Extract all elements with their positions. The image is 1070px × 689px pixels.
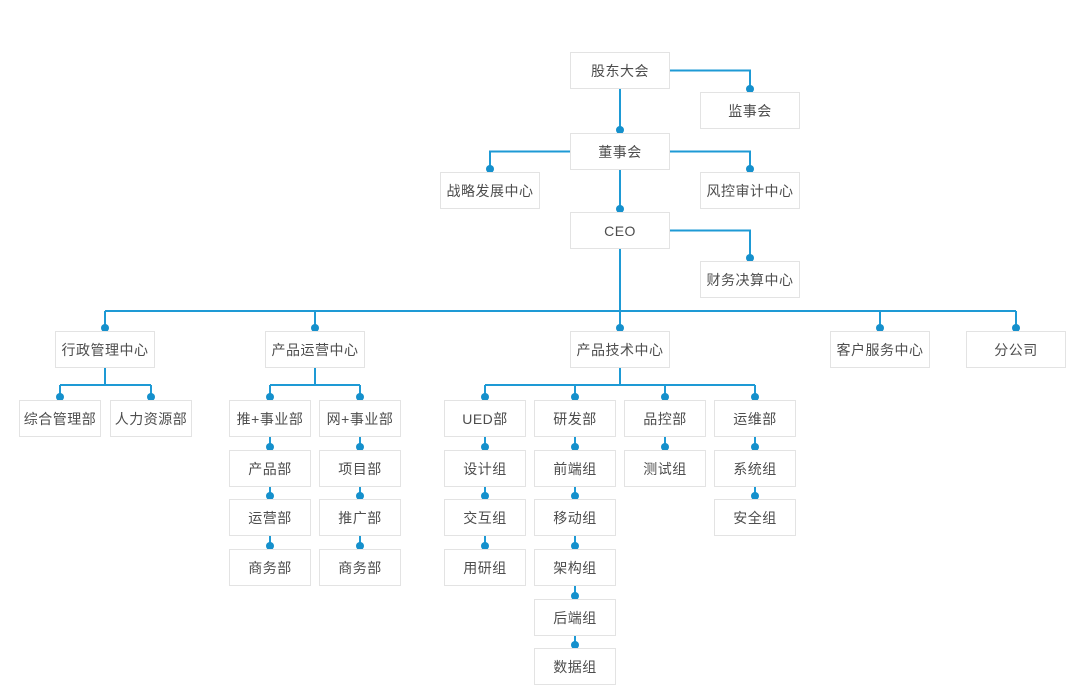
connector-dot	[147, 393, 155, 401]
org-node-general-mgmt-dept: 综合管理部	[19, 400, 101, 437]
connector-dot	[746, 85, 754, 93]
connector-dot	[266, 443, 274, 451]
org-node-architecture-group: 架构组	[534, 549, 616, 586]
connector-dot	[356, 492, 364, 500]
org-node-ued-dept: UED部	[444, 400, 526, 437]
connector-dot	[356, 443, 364, 451]
org-node-supervisory-board: 监事会	[700, 92, 800, 129]
connector-line	[670, 229, 751, 258]
org-node-product-ops-center: 产品运营中心	[265, 331, 365, 368]
org-node-finance-center: 财务决算中心	[700, 261, 800, 298]
connector-dot	[571, 393, 579, 401]
connector-dot	[481, 393, 489, 401]
connector-dot	[1012, 324, 1020, 332]
connector-dot	[266, 492, 274, 500]
org-node-promotion-dept: 推广部	[319, 499, 401, 536]
org-node-strategy-center: 战略发展中心	[440, 172, 540, 209]
connector-dot	[616, 324, 624, 332]
connector-dot	[571, 443, 579, 451]
connector-dot	[571, 641, 579, 649]
connector-dot	[661, 443, 669, 451]
connector-dot	[266, 393, 274, 401]
org-node-risk-audit-center: 风控审计中心	[700, 172, 800, 209]
org-node-qc-dept: 品控部	[624, 400, 706, 437]
connector-dot	[571, 592, 579, 600]
connector-dot	[661, 393, 669, 401]
org-node-mobile-group: 移动组	[534, 499, 616, 536]
org-node-data-group: 数据组	[534, 648, 616, 685]
connector-dot	[266, 542, 274, 550]
connector-dot	[486, 165, 494, 173]
connector-dot	[101, 324, 109, 332]
org-node-tui-division: 推+事业部	[229, 400, 311, 437]
org-node-interaction-group: 交互组	[444, 499, 526, 536]
connector-dot	[481, 492, 489, 500]
org-node-branch-company: 分公司	[966, 331, 1066, 368]
connector-dot	[616, 126, 624, 134]
connector-dot	[746, 254, 754, 262]
org-node-product-dept: 产品部	[229, 450, 311, 487]
org-node-frontend-group: 前端组	[534, 450, 616, 487]
connector-dot	[56, 393, 64, 401]
org-node-wang-division: 网+事业部	[319, 400, 401, 437]
org-node-backend-group: 后端组	[534, 599, 616, 636]
org-node-ops-dept: 运维部	[714, 400, 796, 437]
connector-line	[670, 150, 751, 169]
org-node-user-research-group: 用研组	[444, 549, 526, 586]
org-node-project-dept: 项目部	[319, 450, 401, 487]
org-node-ceo: CEO	[570, 212, 670, 249]
connector-line	[670, 69, 751, 89]
org-node-security-group: 安全组	[714, 499, 796, 536]
connector-dot	[751, 492, 759, 500]
connector-dot	[616, 205, 624, 213]
org-node-system-group: 系统组	[714, 450, 796, 487]
org-node-shareholders-meeting: 股东大会	[570, 52, 670, 89]
org-node-admin-center: 行政管理中心	[55, 331, 155, 368]
org-node-hr-dept: 人力资源部	[110, 400, 192, 437]
org-node-testing-group: 测试组	[624, 450, 706, 487]
connector-dot	[571, 542, 579, 550]
org-node-design-group: 设计组	[444, 450, 526, 487]
connector-dot	[751, 443, 759, 451]
connector-dot	[481, 542, 489, 550]
connector-dot	[571, 492, 579, 500]
connector-dot	[356, 542, 364, 550]
connector-dot	[746, 165, 754, 173]
connector-dot	[356, 393, 364, 401]
org-node-rnd-dept: 研发部	[534, 400, 616, 437]
connector-dot	[481, 443, 489, 451]
org-node-product-tech-center: 产品技术中心	[570, 331, 670, 368]
org-node-customer-service-center: 客户服务中心	[830, 331, 930, 368]
org-node-operations-dept: 运营部	[229, 499, 311, 536]
connector-dot	[311, 324, 319, 332]
connector-dot	[751, 393, 759, 401]
org-node-business-dept-2: 商务部	[319, 549, 401, 586]
connector-line	[489, 150, 570, 169]
org-node-business-dept-1: 商务部	[229, 549, 311, 586]
connector-dot	[876, 324, 884, 332]
org-node-board-of-directors: 董事会	[570, 133, 670, 170]
